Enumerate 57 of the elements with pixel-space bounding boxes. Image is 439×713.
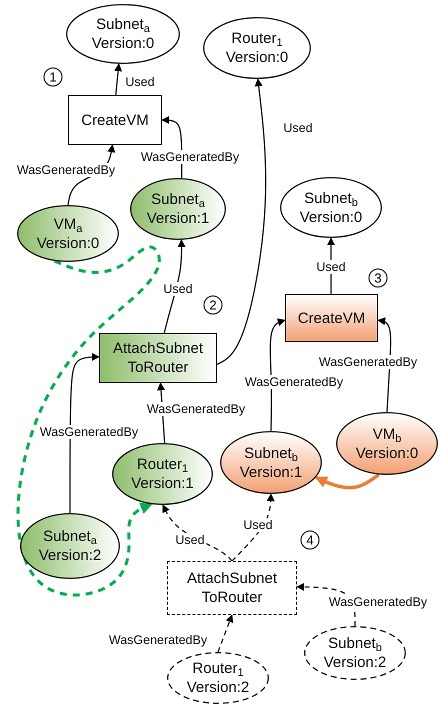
edge-label: Used xyxy=(123,75,157,89)
node-text: Subnet$_{a}$ Version:1 xyxy=(146,190,210,228)
node-text: Subnet$_{b}$ Version:0 xyxy=(298,188,364,226)
edge-label: WasGeneratedBy xyxy=(242,375,346,389)
arrow xyxy=(232,493,275,562)
node-text: Router$_{1}$ Version:0 xyxy=(224,29,290,67)
node-text: Router$_{1}$ Version:1 xyxy=(130,455,195,493)
edge-label: Used xyxy=(173,533,207,547)
callout-number: 2 xyxy=(204,296,222,314)
entity-ellipse xyxy=(17,205,119,262)
node-text: CreateVM xyxy=(296,308,366,328)
entity-ellipse xyxy=(66,4,180,64)
activity-box xyxy=(99,333,217,383)
edge-label: Used xyxy=(241,518,275,532)
node-text: Subnet$_{b}$ Version:2 xyxy=(322,634,388,672)
arrow xyxy=(16,246,161,596)
entity-ellipse xyxy=(203,17,311,79)
arrow xyxy=(377,317,392,412)
callout-number: 3 xyxy=(368,268,388,288)
arrow xyxy=(216,78,266,365)
entity-ellipse xyxy=(112,443,213,505)
entity-ellipse xyxy=(280,177,382,238)
arrow xyxy=(114,63,122,96)
entity-ellipse xyxy=(220,431,322,494)
activity-box xyxy=(167,561,297,615)
node-text: VM$_{a}$ Version:0 xyxy=(36,214,100,252)
edge-label: Used xyxy=(314,260,348,274)
node-text: Subnet$_{a}$ Version:2 xyxy=(38,527,102,565)
callout-number: 4 xyxy=(300,530,320,550)
node-text: Router$_{1}$ Version:2 xyxy=(186,659,250,697)
edge-label: WasGeneratedBy xyxy=(138,150,242,164)
node-text: Subnet$_{b}$ Version:1 xyxy=(238,444,304,482)
activity-box xyxy=(68,95,162,145)
edge-label: WasGeneratedBy xyxy=(14,163,118,177)
node-text: AttachSubnet ToRouter xyxy=(112,339,204,377)
edge-label: WasGeneratedBy xyxy=(106,633,210,647)
edge-label: WasGeneratedBy xyxy=(144,402,248,416)
arrow xyxy=(69,352,100,513)
entity-ellipse xyxy=(130,178,226,240)
arrow xyxy=(217,614,234,652)
activity-box xyxy=(285,294,378,342)
entity-ellipse xyxy=(336,412,438,475)
node-text: VM$_{b}$ Version:0 xyxy=(354,424,420,462)
edge-label: WasGeneratedBy xyxy=(38,425,140,439)
entity-ellipse xyxy=(20,513,120,579)
entity-ellipse xyxy=(167,652,269,704)
node-text: Subnet$_{a}$ Version:0 xyxy=(90,15,156,53)
edge-label: WasGeneratedBy xyxy=(316,355,420,369)
node-text: AttachSubnet ToRouter xyxy=(186,569,278,607)
arrow xyxy=(314,473,380,490)
entity-ellipse xyxy=(304,626,406,680)
edge-label: WasGeneratedBy xyxy=(326,595,430,609)
edge-label: Used xyxy=(281,121,315,135)
edge-label: Used xyxy=(161,282,195,296)
node-text: CreateVM xyxy=(80,110,150,130)
callout-number: 1 xyxy=(44,68,62,86)
arrow xyxy=(270,318,286,432)
